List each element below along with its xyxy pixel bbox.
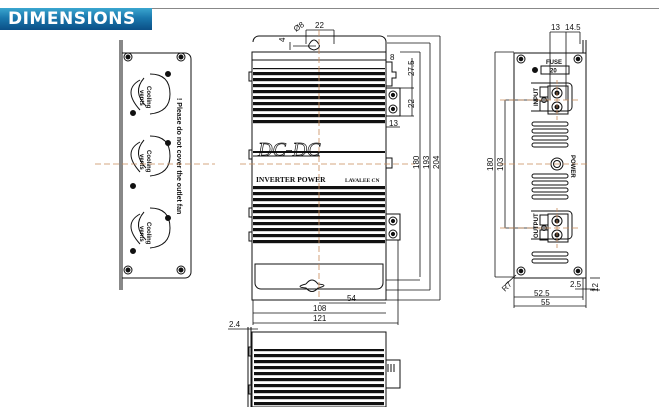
fan-sublabel-1: vents (138, 90, 144, 106)
fuse-value: 20 (550, 69, 557, 75)
brand-subtitle: INVERTER POWER (256, 175, 326, 184)
terminal-icon (388, 90, 398, 100)
dim-top-13: 13 (551, 23, 560, 32)
dimension-lines (252, 29, 441, 325)
dim-end-width-55: 55 (541, 298, 550, 307)
dim-end-height-103: 103 (496, 157, 505, 171)
end-view (494, 31, 600, 308)
dim-width-121: 121 (313, 314, 327, 323)
fan-label-1: Cooling (145, 86, 151, 109)
terminal-icon (388, 104, 398, 114)
header-rule (152, 8, 659, 9)
dim-hole-width: 22 (315, 21, 324, 30)
fan-label-3: Cooling (145, 222, 151, 245)
output-label: OUTPUT (534, 213, 540, 238)
screw-icon (123, 265, 133, 275)
dim-term-gap: 8 (390, 53, 395, 62)
input-connector-frame (531, 82, 573, 112)
screw-icon (123, 52, 133, 62)
brand-title: DC-DC (257, 139, 321, 161)
screw-icon (573, 54, 583, 64)
dim-width-108: 108 (313, 304, 327, 313)
screw-icon (176, 265, 186, 275)
fan-sublabel-3: vents (138, 226, 144, 242)
fan-panel-view (119, 40, 192, 290)
dimension-lines (494, 31, 600, 308)
dim-term-pitch: 22 (407, 99, 416, 108)
dim-radius: R7 (500, 279, 514, 293)
screw-icon (176, 52, 186, 62)
fan-vent-1 (130, 71, 171, 116)
dim-hole-offset: 4 (278, 37, 287, 42)
section-title: DIMENSIONS (8, 9, 136, 29)
dim-height-204: 204 (432, 155, 441, 169)
dim-end-height-180: 180 (486, 157, 495, 171)
side-view (228, 327, 401, 407)
maker-label: LAVALEE CN (345, 178, 380, 184)
screw-icon (516, 266, 526, 276)
dim-hole-dia: Ø8 (292, 20, 306, 34)
dim-height-180: 180 (412, 155, 421, 169)
fan-label-2: Cooling (145, 150, 151, 173)
dim-top-14-5: 14.5 (565, 23, 581, 32)
mount-slot-bottom (299, 279, 325, 292)
dim-end-width-52-5: 52.5 (534, 289, 550, 298)
dim-lip: 12 (591, 283, 600, 292)
input-label: INPUT (534, 88, 540, 106)
dim-flange: 2.4 (229, 320, 241, 329)
dim-edge: 2.5 (570, 280, 582, 289)
section-header-bar (0, 8, 152, 30)
fan-warning: ! Please do not cover the outlet fan (175, 98, 182, 214)
mount-slot-top (308, 39, 320, 51)
dim-term-top: 27.5 (407, 60, 416, 76)
fuse-label: FUSE (546, 60, 562, 66)
dim-term-width: 13 (389, 119, 398, 128)
fan-sublabel-2: vents (138, 154, 144, 170)
terminal-icon (388, 229, 398, 239)
output-connector-frame (531, 210, 573, 240)
fan-vent-3 (130, 207, 171, 254)
led-icon (532, 67, 538, 73)
fuse-holder (540, 65, 570, 75)
power-label: POWER (569, 155, 575, 178)
screw-icon (516, 54, 526, 64)
dim-half-width: 54 (347, 294, 356, 303)
terminal-icon (388, 216, 398, 226)
fan-vent-2 (130, 135, 171, 189)
dim-height-193: 193 (422, 155, 431, 169)
screw-icon (573, 266, 583, 276)
